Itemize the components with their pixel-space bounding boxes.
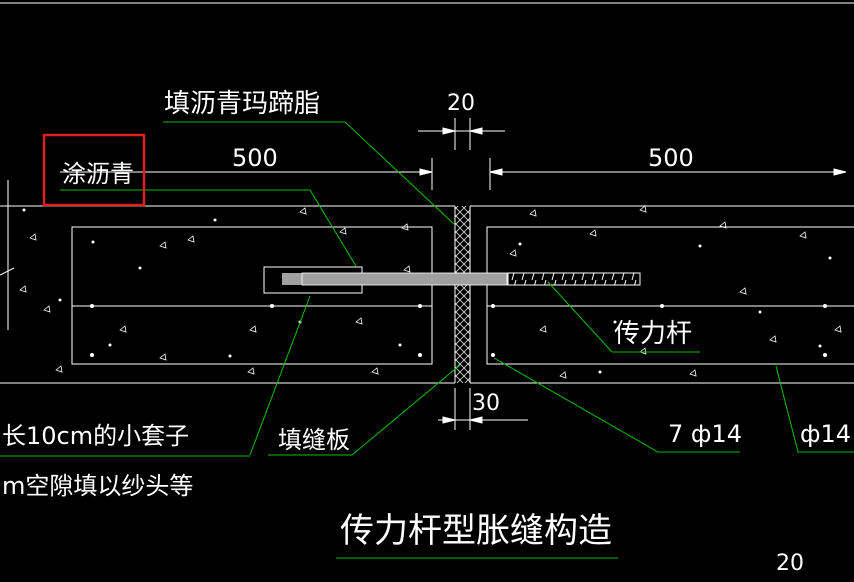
- dim-500-left: 500: [232, 144, 278, 172]
- highlight-box: [42, 133, 146, 207]
- sleeve-note-1: 长10cm的小套子: [2, 422, 189, 450]
- drawing-labels: 填沥青玛蹄脂 涂沥青 20 500 500 30 传力杆 长10cm的小套子 m…: [2, 89, 854, 576]
- coat-asphalt-label: 涂沥青: [62, 160, 134, 188]
- leader-lines: [0, 121, 854, 559]
- concrete-texture: [19, 205, 842, 379]
- dim-20-top: 20: [447, 91, 475, 116]
- dowel-bar-label: 传力杆: [614, 319, 692, 349]
- dowel-bar: [263, 266, 641, 294]
- dimension-lines: [60, 118, 847, 430]
- expansion-joint: [454, 206, 471, 383]
- dim-30: 30: [472, 391, 500, 416]
- dim-500-right: 500: [648, 144, 694, 172]
- sleeve-note-2: m空隙填以纱头等: [2, 472, 193, 500]
- filler-board-label: 填缝板: [278, 426, 350, 454]
- right-slab: [470, 205, 854, 384]
- left-edge-mark: [0, 180, 15, 330]
- rebar-phi14-label: ф14 @: [800, 420, 854, 448]
- rebar-7phi14-label: 7 ф14: [668, 420, 742, 448]
- dim-20-bottom: 20: [776, 551, 804, 576]
- fill-asphalt-label: 填沥青玛蹄脂: [164, 89, 320, 119]
- left-slab: [0, 205, 455, 384]
- drawing-title: 传力杆型胀缝构造: [340, 511, 612, 551]
